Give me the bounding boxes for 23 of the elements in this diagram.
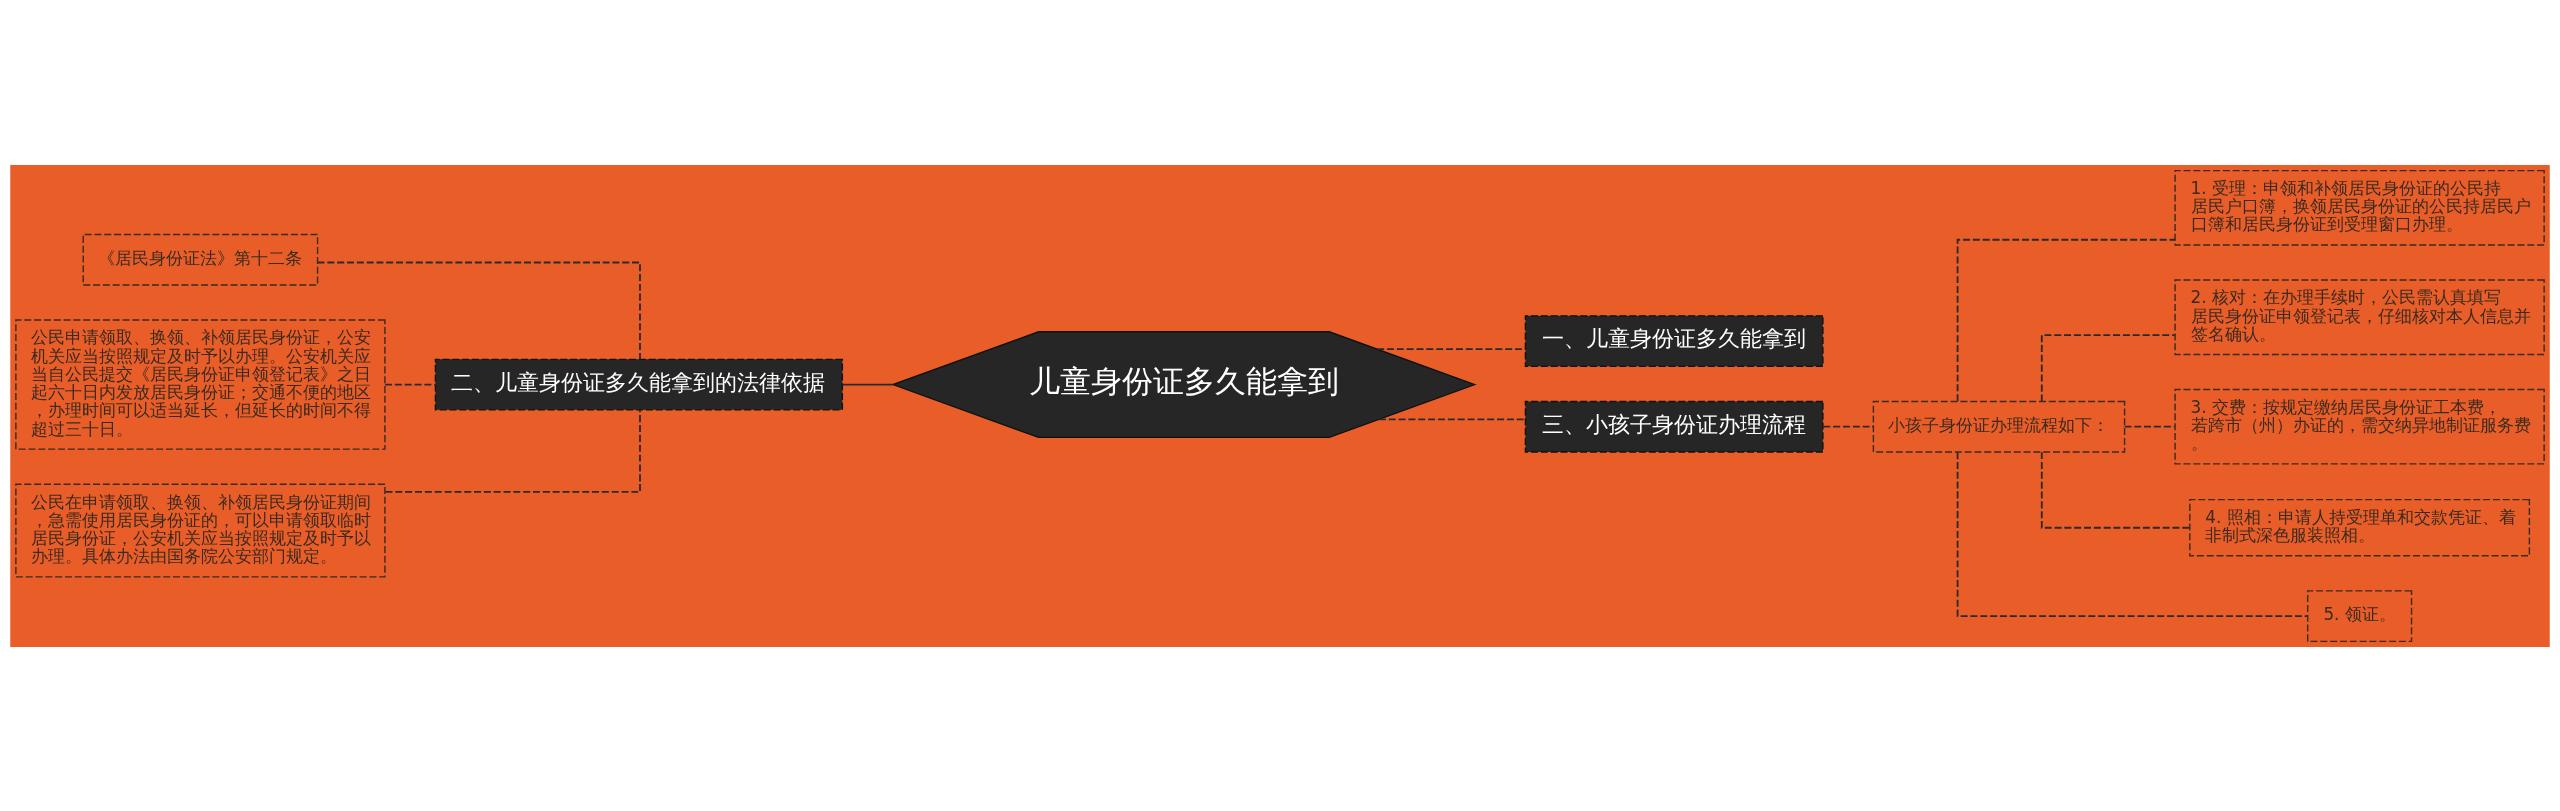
node-box: 5. 领证。	[2307, 589, 2413, 642]
node-box: 一、儿童身份证多久能拿到	[1524, 314, 1824, 367]
node-box: 4. 照相：申请人持受理单和交款凭证、着非制式深色服装照相。	[2189, 498, 2531, 556]
connector	[316, 261, 641, 360]
connector	[1822, 425, 1875, 428]
connector	[384, 408, 641, 493]
connector	[1956, 238, 2176, 402]
connector	[2040, 333, 2176, 402]
node-box: 二、儿童身份证多久能拿到的法律依据	[434, 358, 844, 411]
node-box: 小孩子身份证办理流程如下：	[1872, 400, 2126, 453]
connector	[1378, 417, 1527, 420]
node-box: 《居民身份证法》第十二条	[82, 233, 319, 286]
connector	[2040, 450, 2191, 529]
node-box: 公民在申请领取、换领、补领居民身份证期间，急需使用居民身份证的，可以申请领取临时居民身份证，公安机关应当按照规定及时予以办理。具体办法由国务院公安部门规定。	[15, 483, 386, 578]
node-box: 3. 交费：按规定缴纳居民身份证工本费，若跨市（州）办证的，需交纳异地制证服务费。	[2174, 388, 2545, 465]
connector	[1956, 450, 2309, 617]
node-box: 公民申请领取、换领、补领居民身份证，公安机关应当按照规定及时予以办理。公安机关应当自公民提交《居民身份证申领登记表》之日起六十日内发放居民身份证；交通不便的地区，办理时间可以适当延长，但延长的时间不得超过三十日。	[15, 318, 386, 450]
node-box: 三、小孩子身份证办理流程	[1524, 400, 1824, 453]
node-box: 2. 核对：在办理手续时，公民需认真填写居民身份证申领登记表，仔细核对本人信息并签名确认。	[2174, 278, 2545, 355]
node-box: 1. 受理：申领和补领居民身份证的公民持居民户口簿，换领居民身份证的公民持居民户口簿和居民身份证到受理窗口办理。	[2174, 169, 2545, 246]
connector	[841, 383, 894, 385]
connector	[2123, 425, 2176, 428]
connector	[384, 383, 437, 385]
